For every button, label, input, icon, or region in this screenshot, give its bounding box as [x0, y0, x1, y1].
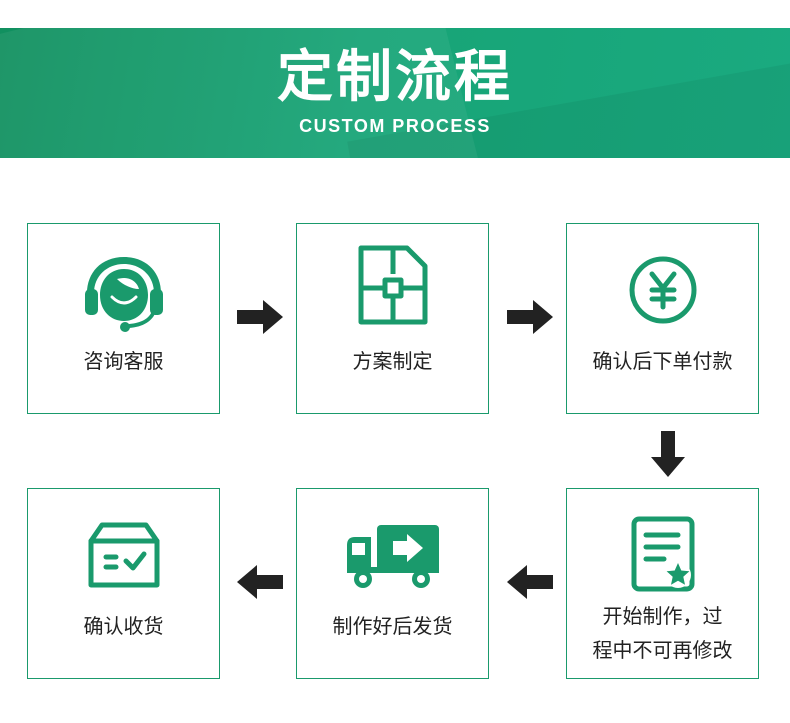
step-label: 确认后下单付款: [592, 349, 733, 373]
step-label: 方案制定: [352, 349, 433, 373]
arrow-left-icon: [237, 565, 283, 599]
page-title: 定制流程: [277, 45, 513, 110]
step-card-consult: 咨询客服: [27, 223, 220, 414]
customer-service-headset-icon: [84, 257, 163, 332]
floor-plan-document-icon: [358, 245, 427, 325]
header-banner: 定制流程 CUSTOM PROCESS: [0, 28, 790, 158]
arrow-left-icon: [507, 565, 553, 599]
step-card-ship: 制作好后发货: [296, 488, 489, 679]
package-check-icon: [88, 522, 159, 588]
page-subtitle: CUSTOM PROCESS: [299, 116, 491, 136]
step-card-production: 开始制作，过 程中不可再修改: [566, 488, 759, 679]
step-label: 确认收货: [83, 614, 164, 638]
step-card-receive: 确认收货: [27, 488, 220, 679]
yen-coin-icon: [629, 256, 696, 324]
arrow-down-icon: [651, 431, 685, 477]
step-card-plan: 方案制定: [296, 223, 489, 414]
arrow-right-icon: [507, 300, 553, 334]
arrow-right-icon: [237, 300, 283, 334]
delivery-truck-icon: [346, 525, 439, 588]
step-label-line1: 开始制作，过: [602, 604, 723, 628]
document-star-icon: [631, 516, 694, 592]
step-label: 制作好后发货: [332, 614, 453, 638]
step-label-line2: 程中不可再修改: [592, 638, 733, 662]
step-card-pay: 确认后下单付款: [566, 223, 759, 414]
step-label: 咨询客服: [83, 349, 164, 373]
